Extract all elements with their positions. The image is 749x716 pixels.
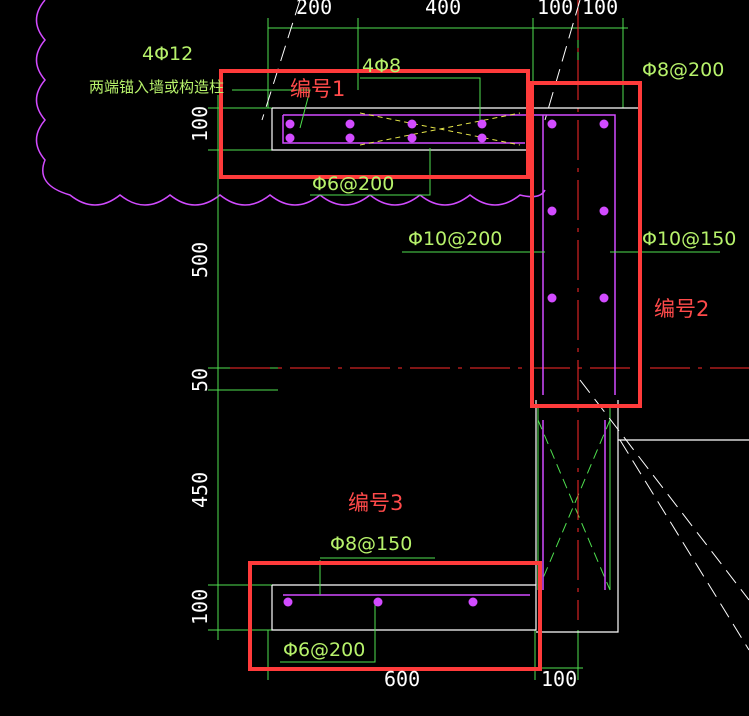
rebar-cross-marks <box>359 112 521 146</box>
highlight-boxes <box>219 69 642 671</box>
bottom-dim-1: 600 <box>384 667 420 691</box>
dimension-lines <box>208 18 628 680</box>
top-bars-2-label: 4Φ8 <box>362 55 401 77</box>
left-dim-1: 100 <box>188 106 212 142</box>
main-bars-label: 4Φ12 <box>142 43 193 65</box>
left-dim-2: 500 <box>188 242 212 278</box>
tag-3: 编号3 <box>348 491 403 515</box>
top-3-label: Φ8@150 <box>330 533 412 555</box>
left-dim-5: 100 <box>188 589 212 625</box>
highlight-box-3 <box>248 561 542 671</box>
leader-lines <box>232 77 720 663</box>
stirrup-2-top-label: Φ8@200 <box>642 59 724 81</box>
rebar-lines <box>282 114 616 596</box>
highlight-box-2 <box>530 81 642 408</box>
highlight-box-1 <box>219 69 530 179</box>
top-dim-1: 200 <box>296 0 332 19</box>
stirrup-3-label: Φ6@200 <box>283 639 365 661</box>
left-dist-label: Φ10@200 <box>408 228 502 250</box>
revision-cloud <box>35 0 546 206</box>
stirrup-1-label: Φ6@200 <box>312 173 394 195</box>
anchor-note: 两端锚入墙或构造柱 <box>89 78 224 96</box>
right-dist-label: Φ10@150 <box>642 228 736 250</box>
bottom-dim-2: 100 <box>541 667 577 691</box>
left-dim-4: 450 <box>188 472 212 508</box>
top-dim-3: 100 <box>537 0 573 19</box>
axis-lines <box>230 0 749 620</box>
top-dim-2: 400 <box>425 0 461 19</box>
tag-2: 编号2 <box>654 297 709 321</box>
top-dim-4: 100 <box>582 0 618 19</box>
guide-lines <box>261 0 749 651</box>
left-dim-3: 50 <box>188 368 212 392</box>
tag-1: 编号1 <box>290 77 345 101</box>
rebar-dots <box>283 119 609 607</box>
